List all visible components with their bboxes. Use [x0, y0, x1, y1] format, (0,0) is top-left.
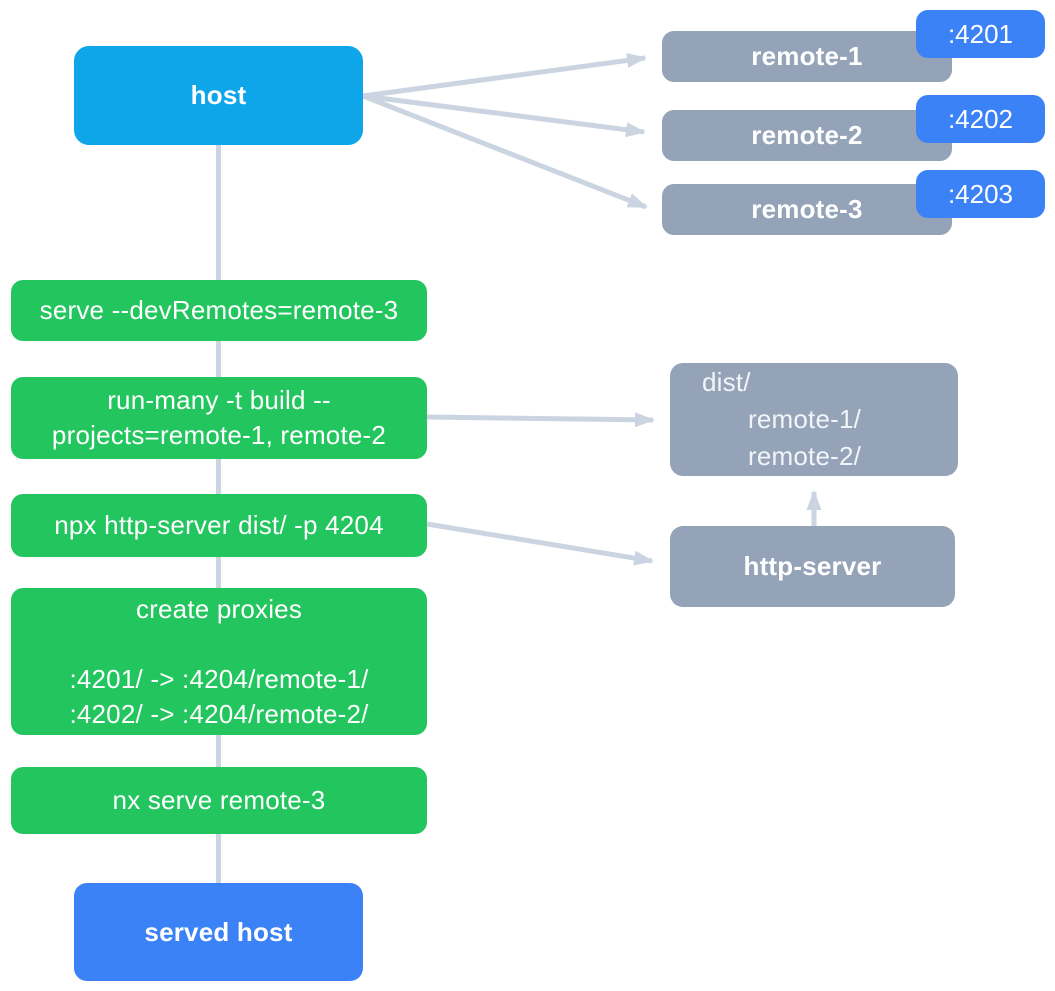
- step-line: projects=remote-1, remote-2: [51, 420, 387, 450]
- remote-1-label: remote-1: [751, 41, 863, 71]
- served-host-box: served host: [74, 883, 363, 981]
- arrow-host-to-remote-3: [362, 93, 648, 210]
- dist-line: remote-2/: [748, 441, 862, 471]
- step-line-spacer: [11, 627, 427, 662]
- port-badge-4203: :4203: [916, 170, 1045, 218]
- port-badge-4203-label: :4203: [947, 178, 1014, 209]
- dist-line: remote-1/: [748, 404, 862, 434]
- step-npx-http-server: npx http-server dist/ -p 4204: [11, 494, 427, 557]
- http-server-label: http-server: [743, 551, 882, 581]
- step-run-many-build: run-many -t build -- projects=remote-1, …: [11, 377, 427, 459]
- port-badge-4202-label: :4202: [947, 103, 1014, 134]
- arrow-host-to-remote-2: [362, 93, 646, 138]
- arrow-build-to-dist: [426, 412, 655, 428]
- step-line: serve --devRemotes=remote-3: [39, 295, 399, 325]
- remote-2-box: remote-2: [662, 110, 952, 161]
- port-badge-4202: :4202: [916, 95, 1045, 143]
- step-nx-serve-remote-3: nx serve remote-3: [11, 767, 427, 834]
- step-line: npx http-server dist/ -p 4204: [54, 510, 384, 540]
- step-line: :4201/ -> :4204/remote-1/: [69, 663, 369, 694]
- remote-2-label: remote-2: [751, 120, 863, 150]
- port-badge-4201: :4201: [916, 10, 1045, 58]
- port-badge-4201-label: :4201: [947, 18, 1014, 49]
- arrow-host-to-remote-1: [362, 52, 647, 99]
- step-line: run-many -t build --: [107, 385, 331, 415]
- served-host-label: served host: [144, 916, 293, 947]
- dist-folder-box: dist/ remote-1/ remote-2/: [670, 363, 958, 476]
- step-line: create proxies: [135, 593, 303, 624]
- host-label: host: [190, 80, 247, 110]
- arrow-npx-to-http-server: [426, 521, 654, 566]
- step-create-proxies: create proxies :4201/ -> :4204/remote-1/…: [11, 588, 427, 735]
- remote-3-box: remote-3: [662, 184, 952, 235]
- remote-3-label: remote-3: [751, 194, 863, 224]
- step-serve-dev-remotes: serve --devRemotes=remote-3: [11, 280, 427, 341]
- http-server-box: http-server: [670, 526, 955, 607]
- remote-1-box: remote-1: [662, 31, 952, 82]
- step-line: :4202/ -> :4204/remote-2/: [69, 698, 369, 729]
- step-line: nx serve remote-3: [112, 785, 326, 815]
- host-box: host: [74, 46, 363, 145]
- dist-line: dist/: [702, 367, 751, 397]
